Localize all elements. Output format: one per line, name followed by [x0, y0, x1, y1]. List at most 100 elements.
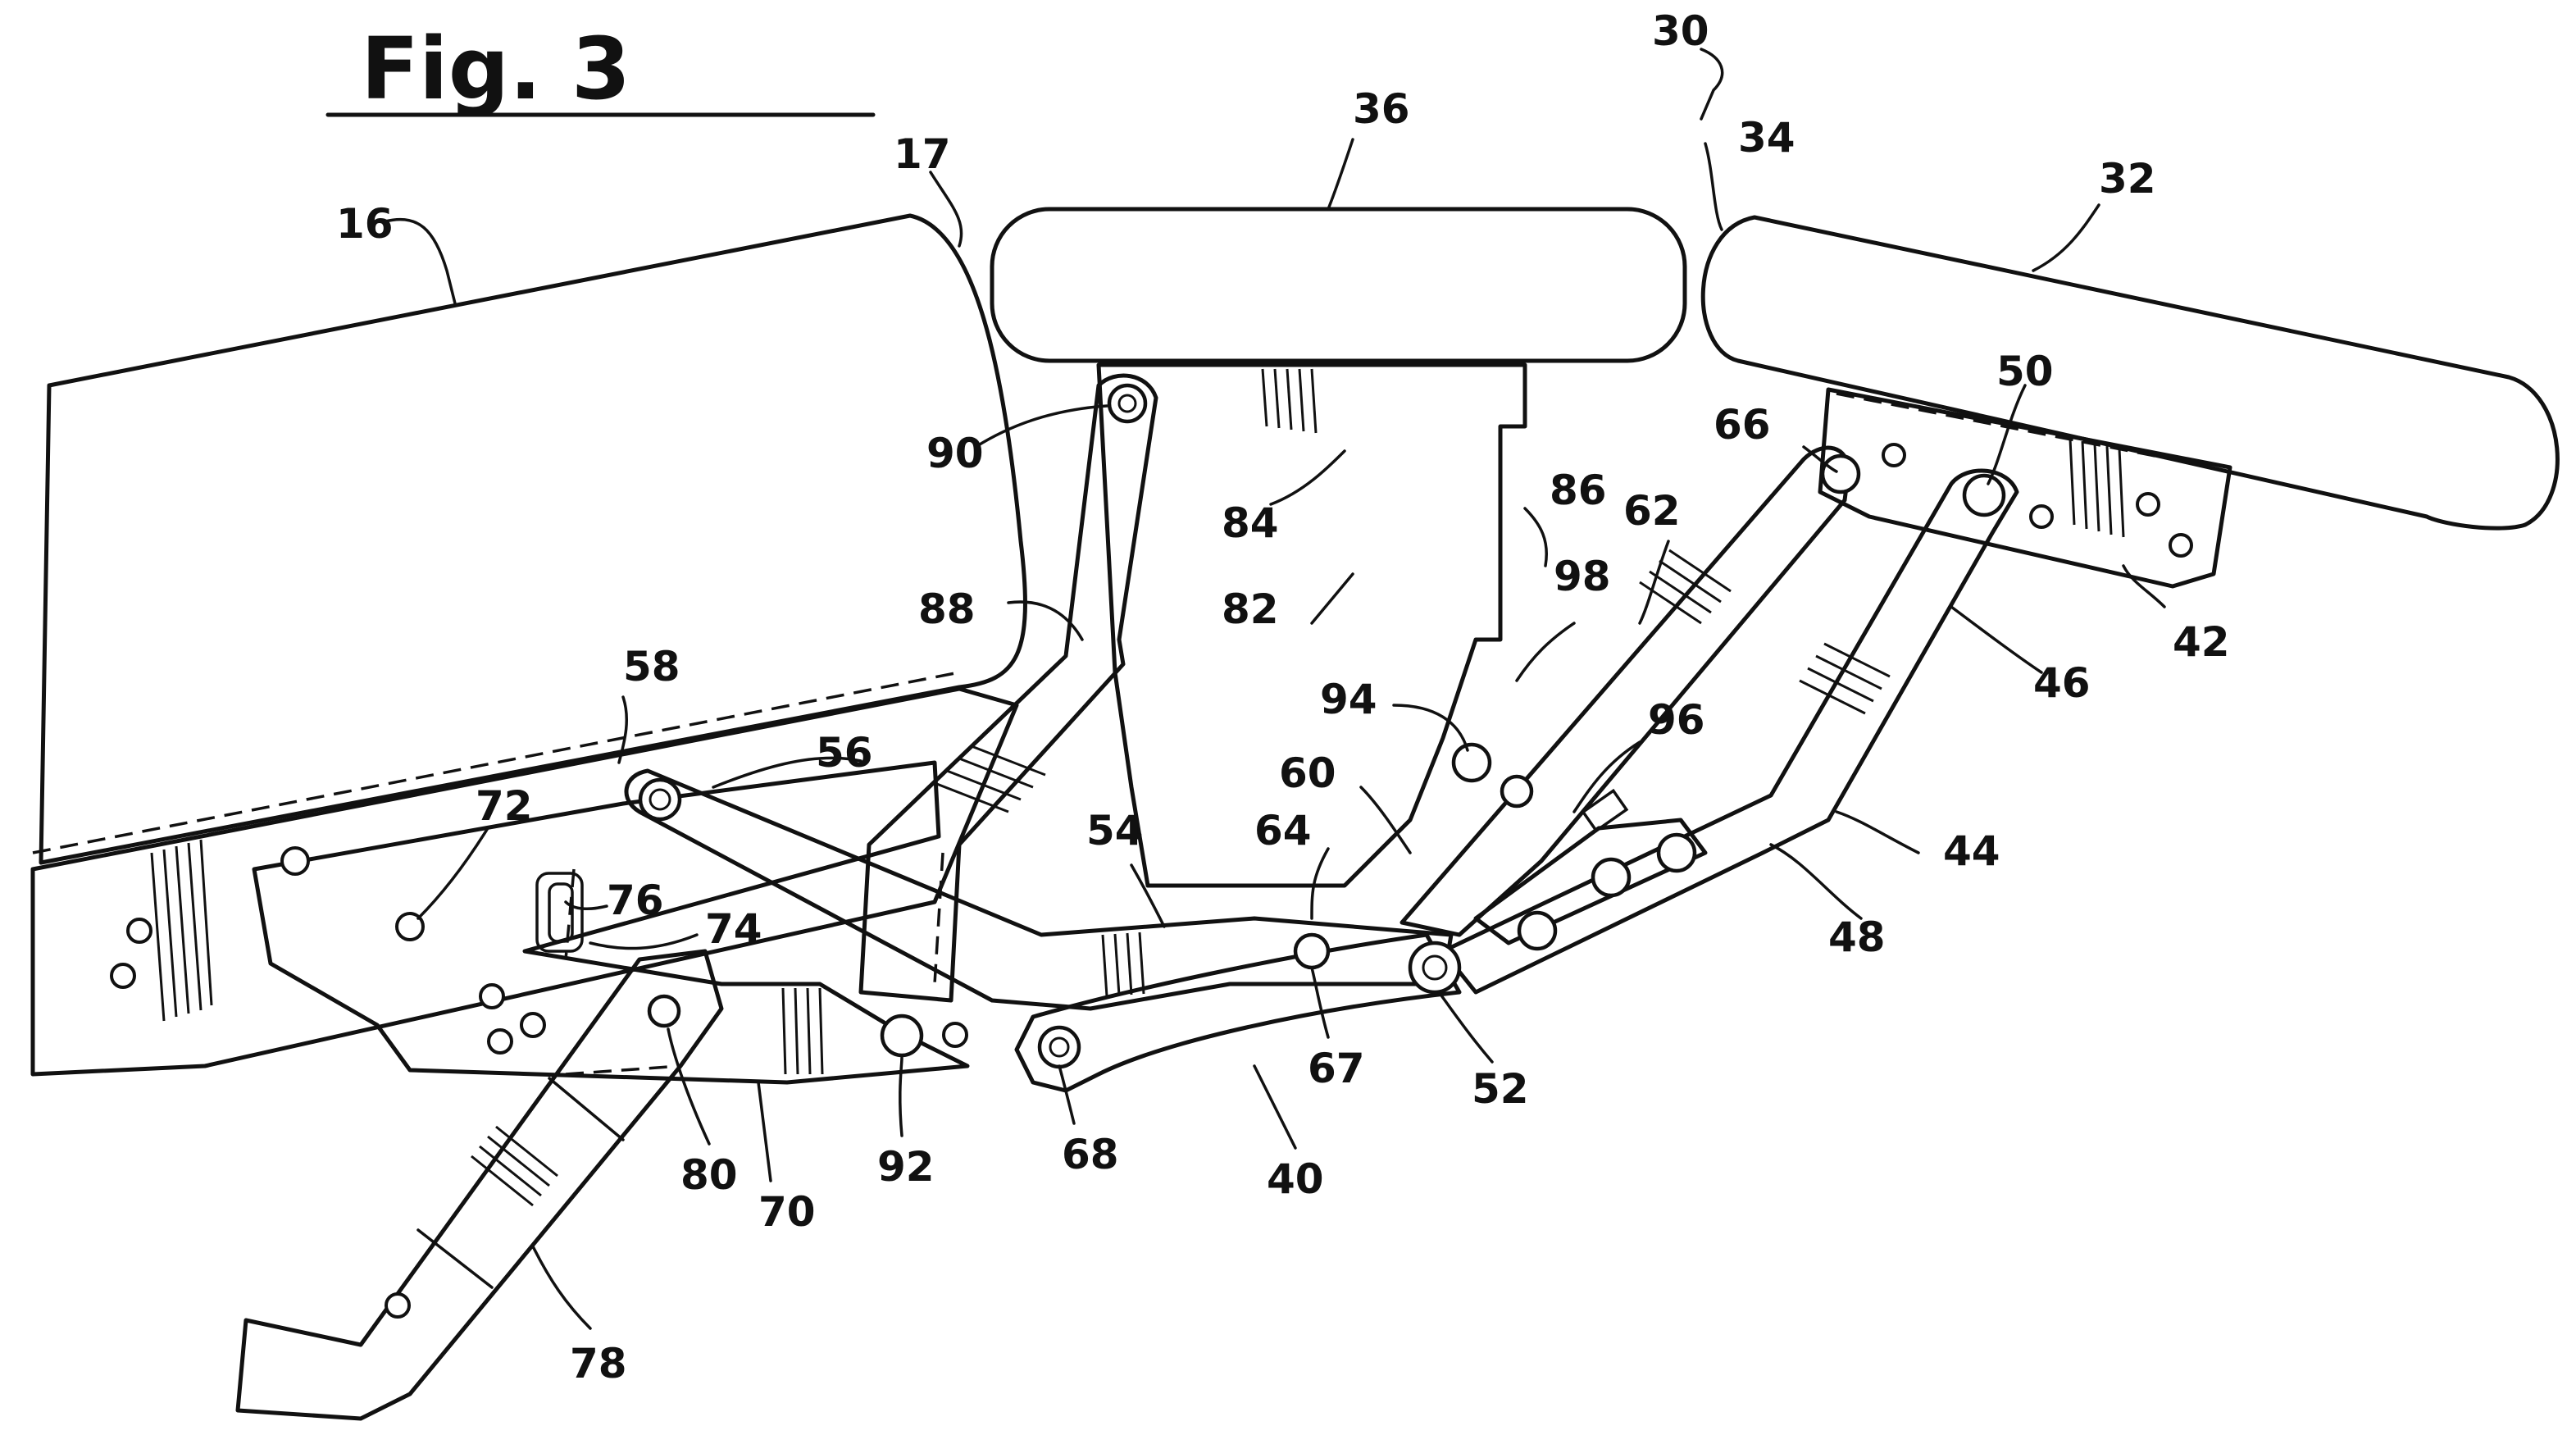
mid-bracket-hatching — [1261, 368, 1318, 434]
mid-ottoman-bracket-plate — [1096, 362, 1527, 888]
mid-ottoman-bracket — [1096, 362, 1527, 888]
link-pivot — [1517, 910, 1558, 951]
seat-frame-hidden-edge — [32, 671, 960, 854]
pivot-50 — [1962, 473, 2006, 517]
mid-ottoman-pad-body — [990, 207, 1687, 363]
mid-ottoman-pad — [990, 207, 1687, 363]
label-80: 80 — [680, 1151, 738, 1199]
lower-link-body — [1014, 932, 1462, 1093]
label-66: 66 — [1714, 401, 1771, 449]
label-96: 96 — [1648, 696, 1705, 744]
leader-98 — [1515, 622, 1576, 682]
pivot-66 — [1820, 453, 1861, 494]
pivot-points — [638, 383, 2006, 1069]
leader-88 — [1007, 600, 1084, 641]
seat — [30, 213, 1027, 1077]
label-67: 67 — [1308, 1045, 1365, 1092]
label-56: 56 — [816, 729, 873, 777]
upper-ottoman-link-hatching — [1799, 642, 1891, 715]
stop-slot-76 — [535, 872, 584, 953]
leader-94 — [1392, 704, 1469, 752]
handle-lever — [235, 949, 724, 1421]
pivot-90-center — [1117, 394, 1137, 413]
handle-lever-hatching — [471, 1125, 558, 1207]
label-64: 64 — [1254, 807, 1312, 854]
leader-92 — [899, 1056, 903, 1137]
label-70: 70 — [758, 1188, 816, 1236]
leader-34 — [1704, 142, 1723, 231]
leader-16 — [384, 217, 457, 305]
leader-72 — [416, 827, 489, 920]
figure-title: Fig. 3 — [325, 19, 876, 119]
leader-36 — [1327, 138, 1354, 211]
side-frame-hatching — [781, 987, 824, 1075]
label-50: 50 — [1996, 348, 2054, 395]
link-pivot — [1656, 832, 1697, 873]
leader-86 — [1523, 507, 1548, 567]
side-frame — [252, 760, 970, 1085]
handle-lever-band — [416, 1228, 494, 1289]
frame-hole — [126, 918, 152, 944]
stop-member-74 — [548, 882, 574, 943]
frame-hole — [280, 846, 310, 876]
frame-pin-72 — [395, 912, 425, 941]
ottoman-pad-body — [1700, 215, 2560, 531]
label-78: 78 — [570, 1340, 627, 1387]
pivot-98 — [1500, 774, 1534, 809]
frame-hole — [479, 983, 505, 1009]
label-42: 42 — [2173, 618, 2230, 666]
stop-tab-96 — [1581, 788, 1629, 833]
pivot-94 — [1451, 742, 1492, 783]
pivot-80 — [647, 994, 681, 1028]
lower-link — [1014, 932, 1462, 1093]
leader-48 — [1769, 843, 1863, 920]
rear-ottoman-link-hatching — [1639, 549, 1732, 625]
link-pivot — [1591, 857, 1632, 898]
ottoman-bracket-hatching — [2069, 438, 2125, 538]
label-52: 52 — [1472, 1065, 1529, 1113]
leader-90 — [974, 404, 1108, 449]
label-88: 88 — [918, 585, 976, 633]
leader-66 — [1802, 445, 1838, 473]
leader-56 — [712, 756, 862, 789]
leader-30 — [1700, 48, 1724, 121]
mid-ottoman-link-hidden-edge — [933, 852, 944, 985]
handle-hole — [385, 1292, 411, 1319]
label-34: 34 — [1738, 114, 1795, 162]
ottoman-bracket-hidden-edge — [1836, 392, 2214, 469]
handle-lever-body — [235, 949, 724, 1421]
leader-62 — [1638, 540, 1670, 625]
pivot-67 — [1293, 932, 1331, 970]
handle-lever-hidden-edge — [565, 1064, 681, 1076]
lower-ottoman-link-body — [1473, 818, 1708, 945]
label-92: 92 — [877, 1143, 935, 1191]
frame-hole — [942, 1022, 968, 1048]
mid-ottoman-link — [858, 373, 1158, 1003]
frame-hole — [520, 1012, 546, 1038]
leader-84 — [1269, 449, 1346, 506]
label-46: 46 — [2033, 659, 2091, 707]
label-90: 90 — [926, 430, 984, 477]
leader-lines — [384, 48, 2166, 1330]
pivot-92 — [880, 1014, 924, 1058]
label-82: 82 — [1222, 585, 1279, 633]
label-48: 48 — [1828, 913, 1886, 961]
label-32: 32 — [2099, 155, 2156, 203]
leader-50 — [1987, 384, 2027, 485]
drive-link-hatching — [1101, 932, 1145, 997]
label-40: 40 — [1267, 1155, 1324, 1203]
label-62: 62 — [1623, 487, 1681, 535]
leader-52 — [1437, 991, 1494, 1064]
leader-68 — [1058, 1064, 1076, 1125]
label-72: 72 — [476, 782, 533, 830]
leader-54 — [1130, 863, 1166, 928]
label-68: 68 — [1062, 1131, 1119, 1178]
leader-67 — [1310, 966, 1330, 1039]
label-84: 84 — [1222, 499, 1279, 547]
rear-ottoman-link — [1400, 445, 1851, 937]
leader-64 — [1310, 847, 1330, 920]
ottoman-links — [1440, 468, 2019, 995]
leader-74 — [589, 933, 699, 950]
figure-title-text: Fig. 3 — [361, 19, 630, 119]
